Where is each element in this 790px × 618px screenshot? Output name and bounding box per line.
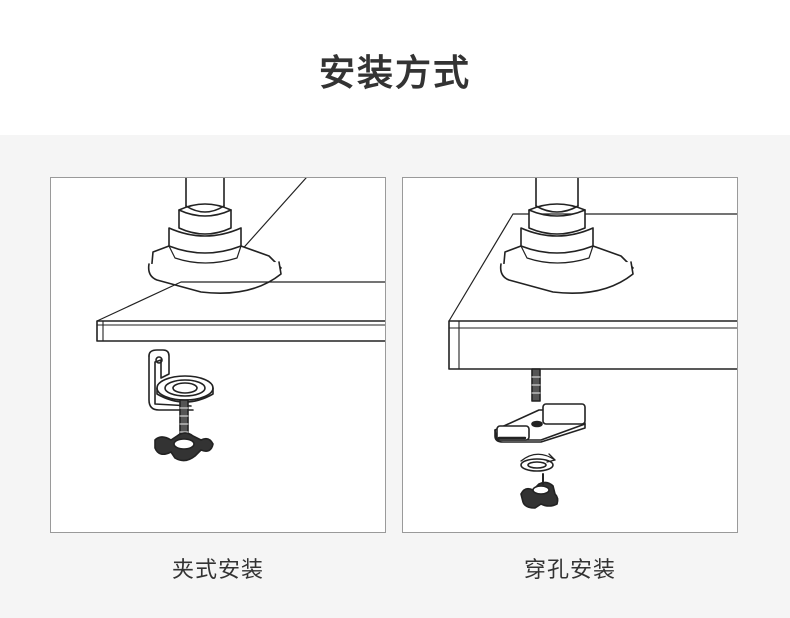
clamp-install-illustration	[96, 178, 385, 462]
clamp-install-caption: 夹式安装	[171, 558, 264, 583]
grommet-install-panel	[402, 177, 738, 533]
grommet-install-illustration	[448, 178, 737, 509]
rotation-arrow-icon	[520, 453, 556, 462]
header-area: 安装方式	[0, 0, 790, 135]
grommet-install-caption: 穿孔安装	[523, 558, 616, 583]
clamp-install-panel	[50, 177, 386, 533]
page-title: 安装方式	[318, 53, 471, 94]
